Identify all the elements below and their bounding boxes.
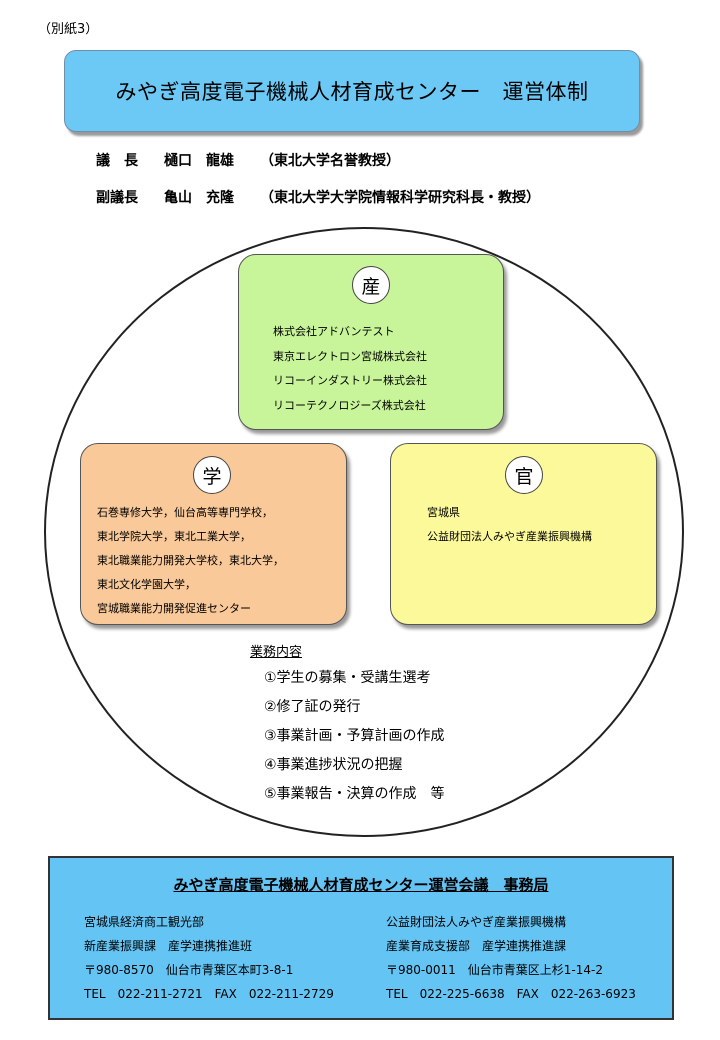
attachment-label: （別紙3） [38,22,99,37]
page-title: みやぎ高度電子機械人材育成センター 運営体制 [64,50,640,132]
government-org-list: 宮城県 公益財団法人みやぎ産業振興機構 [427,504,592,552]
government-org: 公益財団法人みやぎ産業振興機構 [427,530,592,543]
contact-line: TEL 022-225-6638 FAX 022-263-6923 [386,987,636,1001]
contact-line: 宮城県経済商工観光部 [84,915,205,929]
secretariat-contact-foundation: 公益財団法人みやぎ産業振興機構 産業育成支援部 産学連携推進課 〒980-001… [386,913,636,1009]
industry-org: 東京エレクトロン宮城株式会社 [273,349,427,363]
vice-chair-name: 亀山 充隆 [164,190,234,206]
academia-org: 東北職業能力開発大学校，東北大学， [97,554,284,567]
duty-item: ⑤事業報告・決算の作成 等 [264,786,445,802]
contact-line: TEL 022-211-2721 FAX 022-211-2729 [84,987,334,1001]
duty-item: ③事業計画・予算計画の作成 [264,728,445,744]
vice-chair-line: 副議長 亀山 充隆 （東北大学大学院情報科学研究科長・教授） [96,187,540,207]
industry-badge: 産 [352,266,390,304]
secretariat-contact-prefecture: 宮城県経済商工観光部 新産業振興課 産学連携推進班 〒980-8570 仙台市青… [84,913,334,1009]
industry-org: リコーテクノロジーズ株式会社 [273,398,426,412]
academia-org: 石巻専修大学，仙台高等専門学校， [97,506,273,519]
academia-org: 東北文化学園大学， [97,578,196,591]
academia-org-list: 石巻専修大学，仙台高等専門学校， 東北学院大学，東北工業大学， 東北職業能力開発… [97,504,284,624]
secretariat-title: みやぎ高度電子機械人材育成センター運営会議 事務局 [173,876,549,894]
vice-chair-affiliation: （東北大学大学院情報科学研究科長・教授） [260,190,540,206]
chair-role: 議 長 [96,153,138,169]
duty-item: ②修了証の発行 [264,699,361,715]
government-badge: 官 [505,456,543,494]
government-box: 官 宮城県 公益財団法人みやぎ産業振興機構 [390,443,657,625]
contact-line: 〒980-0011 仙台市青葉区上杉1-14-2 [386,963,603,977]
vice-chair-role: 副議長 [96,190,138,206]
duty-item: ①学生の募集・受講生選考 [264,670,431,686]
academia-badge: 学 [193,456,231,494]
chair-affiliation: （東北大学名誉教授） [260,153,400,169]
academia-org: 宮城職業能力開発促進センター [97,602,251,615]
organization-circle [44,227,684,837]
contact-line: 産業育成支援部 産学連携推進課 [386,939,567,953]
duties-title: 業務内容 [250,645,303,660]
contact-line: 公益財団法人みやぎ産業振興機構 [386,915,567,929]
contact-line: 新産業振興課 産学連携推進班 [84,939,253,953]
chair-line: 議 長 樋口 龍雄 （東北大学名誉教授） [96,150,400,170]
government-org: 宮城県 [427,506,460,519]
industry-box: 産 株式会社アドバンテスト 東京エレクトロン宮城株式会社 リコーインダストリー株… [238,254,504,430]
duty-item: ④事業進捗状況の把握 [264,757,403,773]
academia-box: 学 石巻専修大学，仙台高等専門学校， 東北学院大学，東北工業大学， 東北職業能力… [80,443,347,625]
industry-org: リコーインダストリー株式会社 [273,374,427,387]
duties-list: ①学生の募集・受講生選考 ②修了証の発行 ③事業計画・予算計画の作成 ④事業進捗… [264,667,445,812]
chair-name: 樋口 龍雄 [164,153,234,169]
secretariat-box: みやぎ高度電子機械人材育成センター運営会議 事務局 宮城県経済商工観光部 新産業… [48,856,674,1020]
academia-org: 東北学院大学，東北工業大学， [97,530,251,543]
industry-org: 株式会社アドバンテスト [273,325,395,338]
industry-org-list: 株式会社アドバンテスト 東京エレクトロン宮城株式会社 リコーインダストリー株式会… [273,323,427,421]
contact-line: 〒980-8570 仙台市青葉区本町3-8-1 [84,963,294,977]
